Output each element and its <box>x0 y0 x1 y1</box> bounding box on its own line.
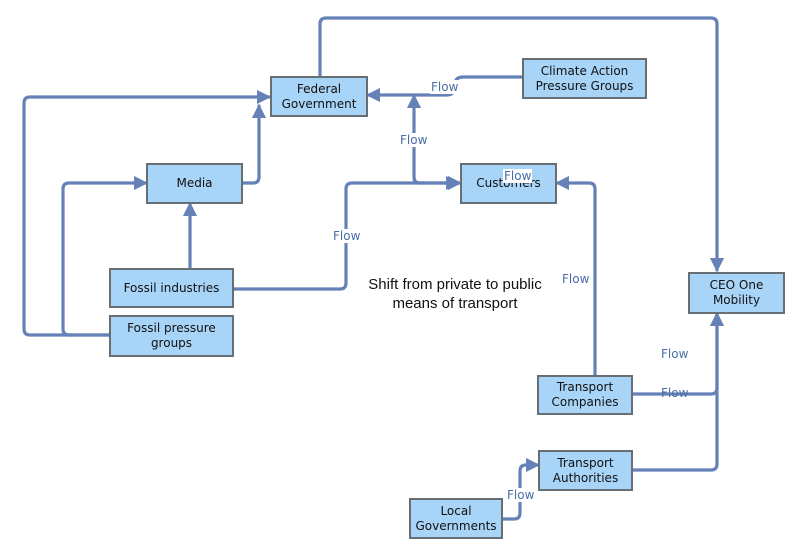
connector-media-to-fedgov <box>241 103 267 185</box>
flow-label-to-ceo-lower: Flow <box>661 386 689 400</box>
node-transport-authorities[interactable]: Transport Authorities <box>538 450 633 491</box>
flow-label-transport-to-customers: Flow <box>561 272 591 286</box>
node-media[interactable]: Media <box>146 163 243 204</box>
flow-label-to-ceo-upper: Flow <box>661 347 689 361</box>
node-climate-action-pressure-groups[interactable]: Climate Action Pressure Groups <box>522 58 647 99</box>
flow-label-on-customers: Flow <box>503 169 533 183</box>
annotation-shift-transport: Shift from private to public means of tr… <box>368 276 542 312</box>
node-fossil-pressure-groups[interactable]: Fossil pressure groups <box>109 315 234 357</box>
node-federal-government[interactable]: Federal Government <box>270 76 368 117</box>
flow-label-climate-to-fedgov: Flow <box>430 80 460 94</box>
node-fossil-industries[interactable]: Fossil industries <box>109 268 234 308</box>
connector-authorities-to-ceo <box>631 311 725 472</box>
connector-transport-to-customers <box>554 175 597 377</box>
flow-label-local-to-authorities: Flow <box>506 488 536 502</box>
flow-label-customers-to-fedgov: Flow <box>399 133 429 147</box>
connector-fossilpg-to-fedgov <box>22 89 272 337</box>
connector-fossilpg-to-media <box>61 175 149 337</box>
connector-customers-branch <box>412 148 461 191</box>
flow-label-fossil-to-customers: Flow <box>332 229 362 243</box>
connector-fedgov-to-ceo <box>318 16 725 273</box>
node-transport-companies[interactable]: Transport Companies <box>537 375 633 415</box>
node-ceo-one-mobility[interactable]: CEO One Mobility <box>688 272 785 314</box>
node-local-governments[interactable]: Local Governments <box>409 498 503 539</box>
